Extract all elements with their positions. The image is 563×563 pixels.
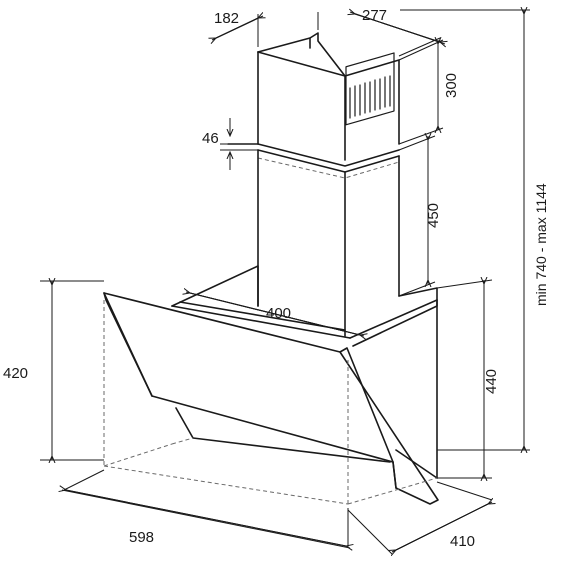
label-chimney-width: 277 — [362, 7, 387, 24]
glass-panel — [103, 292, 439, 505]
dim-chimney-width — [317, 12, 445, 57]
label-hood-depth: 410 — [450, 533, 475, 550]
label-hood-width: 598 — [129, 529, 154, 546]
vent-grille — [345, 52, 395, 126]
dim-overlap — [220, 118, 258, 170]
label-glass-height: 420 — [3, 365, 28, 382]
dim-body-depth — [186, 292, 364, 336]
dim-hood-depth — [347, 481, 492, 554]
dim-upper-height — [398, 40, 444, 145]
label-chimney-depth: 182 — [214, 10, 239, 27]
label-hood-height: 440 — [483, 369, 500, 394]
dim-lower-height — [398, 136, 436, 297]
hidden-footprint — [103, 300, 438, 505]
dim-hood-height — [436, 280, 493, 478]
chimney-overlap-band — [227, 143, 400, 179]
upper-chimney — [257, 32, 400, 161]
label-lower-height: 450 — [425, 203, 442, 228]
label-overlap: 46 — [202, 130, 219, 147]
label-total-height: min 740 - max 1144 — [533, 183, 549, 306]
dim-total-height — [400, 10, 530, 450]
dim-hood-width — [62, 469, 350, 548]
hood-body — [171, 265, 438, 479]
label-upper-height: 300 — [443, 73, 460, 98]
label-body-depth: 400 — [266, 305, 291, 322]
dim-glass-height — [40, 281, 104, 460]
